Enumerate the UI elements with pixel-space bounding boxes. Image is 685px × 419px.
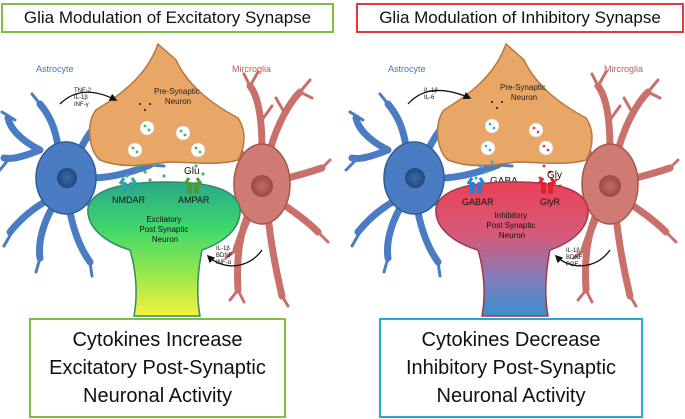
left-panel: Astrocyte Mircroglia Pre-Synaptic Neuron… <box>0 42 332 317</box>
microglia-nucleus <box>251 175 273 197</box>
gabar-label: GABAR <box>462 197 494 207</box>
postsynaptic-label-right-line2: Post Synaptic <box>486 221 535 230</box>
astro-cytokine-right-2: IL-6 <box>424 95 435 101</box>
svg-text:Pre-Synaptic Neuron: Pre-Synaptic Neuron <box>154 87 202 106</box>
ampar-label: AMPAR <box>178 195 210 205</box>
gly-label: Gly <box>547 170 562 181</box>
inhibitory-summary-line2: Inhibitory Post-Synaptic <box>405 357 617 379</box>
svg-text:IL-1β BDNF INF-α: IL-1β BDNF INF-α <box>216 246 234 266</box>
astrocyte-arrow <box>59 91 118 105</box>
presynaptic-neuron <box>88 42 245 167</box>
excitatory-summary-line2: Excitatory Post-Synaptic <box>49 357 266 379</box>
inhibitory-postsynaptic-neuron <box>435 181 589 317</box>
glyr-receptor <box>537 177 557 194</box>
excitatory-summary-box: Cytokines Increase Excitatory Post-Synap… <box>29 318 286 418</box>
astro-cytokine-2: IL-1β <box>74 95 88 101</box>
gabar-receptor <box>466 177 486 194</box>
nmdar-label: NMDAR <box>112 195 145 205</box>
ampar-receptor <box>183 177 203 194</box>
glu-dots <box>125 124 205 182</box>
inhibitory-summary-line1: Cytokines Decrease <box>421 329 601 351</box>
astrocyte-label-right: Astrocyte <box>388 64 426 74</box>
right-panel: Astrocyte Mircroglia Pre-Synaptic Neuron… <box>344 42 680 317</box>
presynaptic-neuron-right <box>436 42 593 167</box>
microglia-nucleus-right <box>599 175 621 197</box>
micro-cytokine-1: IL-1β <box>216 246 230 252</box>
micro-cytokine-right-2: BDNF <box>566 255 583 261</box>
postsynaptic-label-line2: Post Synaptic <box>139 225 188 234</box>
microglia-cell-right <box>552 70 680 308</box>
svg-text:IL-1β BDNF PGE₂: IL-1β BDNF PGE₂ <box>566 248 584 268</box>
microglia-arrow <box>206 249 263 267</box>
postsynaptic-label-right-line3: Neuron <box>499 231 525 240</box>
micro-cytokine-right-3: PGE₂ <box>566 262 582 268</box>
excitatory-summary-line1: Cytokines Increase <box>72 329 243 351</box>
astrocyte-label: Astrocyte <box>36 64 74 74</box>
nmdar-receptor <box>118 177 138 194</box>
inhibitory-title: Glia Modulation of Inhibitory Synapse <box>356 3 684 33</box>
postsynaptic-label-right-line1: Inhibitory <box>495 211 527 220</box>
astro-cytokine-dots-right <box>491 101 503 109</box>
excitatory-title: Glia Modulation of Excitatory Synapse <box>1 3 334 33</box>
presynaptic-label-right-line1: Pre-Synaptic <box>500 83 546 92</box>
micro-cytokine-2: BDNF <box>216 253 233 259</box>
vesicles <box>127 120 206 158</box>
microglia-arrow-right <box>554 249 611 267</box>
glyr-label: GlyR <box>540 197 561 207</box>
astro-cytokine-3: INF-γ <box>74 102 89 108</box>
astrocyte-cell-right <box>344 92 514 278</box>
svg-text:Excitatory Post Synaptic: Excitatory Post Synaptic Neuron <box>139 215 190 244</box>
micro-cytokine-right-1: IL-1β <box>566 248 580 254</box>
microglia-label-right: Mircroglia <box>604 64 643 74</box>
vesicles-right <box>480 118 554 156</box>
excitatory-summary-line3: Neuronal Activity <box>83 385 232 407</box>
postsynaptic-label-line3: Neuron <box>152 235 178 244</box>
svg-text:Pre-Synaptic Neuron: Pre-Synaptic Neuron <box>500 83 548 102</box>
microglia-cell <box>204 70 332 308</box>
astrocyte-nucleus-right <box>405 168 425 188</box>
astro-cytokine-1: TNF-2 <box>74 88 92 94</box>
presynaptic-label-line1: Pre-Synaptic <box>154 87 200 96</box>
astrocyte-nucleus <box>57 168 77 188</box>
presynaptic-label-right-line2: Neuron <box>511 93 537 102</box>
astro-cytokine-dots <box>139 103 151 111</box>
presynaptic-label-line2: Neuron <box>165 97 191 106</box>
postsynaptic-label-line1: Excitatory <box>146 215 181 224</box>
astrocyte-arrow-right <box>407 89 472 105</box>
svg-text:IL-1β IL-6: IL-1β IL-6 <box>424 88 439 101</box>
svg-text:TNF-2 IL-1β INF-γ: TNF-2 IL-1β INF-γ <box>74 88 93 108</box>
micro-cytokine-3: INF-α <box>216 260 232 266</box>
inhibitory-summary-line3: Neuronal Activity <box>436 385 586 407</box>
neurotransmitter-label: Glu <box>184 166 200 177</box>
astro-cytokine-right-1: IL-1β <box>424 88 438 94</box>
excitatory-postsynaptic-neuron <box>87 181 241 317</box>
svg-text:Inhibitory Post Synaptic: Inhibitory Post Synaptic Neuron <box>486 211 537 240</box>
microglia-label: Mircroglia <box>232 64 271 74</box>
inhibitory-summary-box: Cytokines Decrease Inhibitory Post-Synap… <box>379 318 643 418</box>
